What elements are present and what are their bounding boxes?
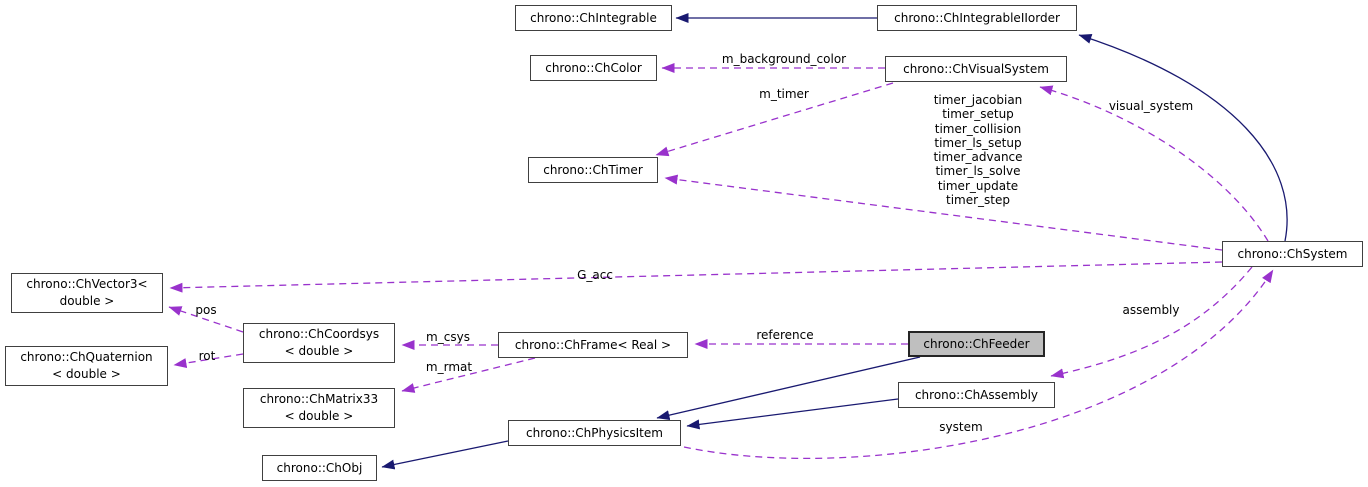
node-chvisualsystem[interactable]: chrono::ChVisualSystem (885, 56, 1067, 82)
node-chobj-label: chrono::ChObj (276, 460, 363, 475)
edge-inherit-physicsitem-to-obj (381, 440, 509, 470)
edge-label-timer-update: timer_update (937, 178, 1019, 193)
edge-usage-system-to-vector3 (169, 261, 1223, 293)
node-chvector3[interactable]: chrono::ChVector3< double > (11, 273, 163, 313)
edge-inherit-assembly-to-physicsitem (686, 398, 899, 430)
node-chsystem[interactable]: chrono::ChSystem (1222, 241, 1363, 267)
edge-label-rot: rot (198, 349, 216, 363)
edge-usage-physicsitem-to-system (683, 269, 1274, 460)
node-chframe-label: chrono::ChFrame< Real > (514, 337, 672, 352)
node-chfeeder-label: chrono::ChFeeder (923, 336, 1030, 351)
edge-usage-coordsys-to-vector3 (168, 306, 244, 333)
edge-label-timer-jacobian: timer_jacobian (933, 93, 1023, 107)
node-chphysicsitem-label: chrono::ChPhysicsItem (526, 425, 663, 440)
node-chintegrableiiorder-label: chrono::ChIntegrableIIorder (894, 10, 1060, 25)
edge-inherit-feeder-to-physicsitem (656, 356, 921, 421)
edge-label-timer-advance: timer_advance (933, 150, 1023, 165)
node-chframe[interactable]: chrono::ChFrame< Real > (498, 332, 688, 358)
node-chsystem-label: chrono::ChSystem (1237, 246, 1348, 261)
node-chquaternion-label: chrono::ChQuaternion < double > (20, 350, 153, 381)
node-chassembly[interactable]: chrono::ChAssembly (898, 382, 1055, 408)
edge-usage-system-to-assembly (1050, 266, 1253, 379)
node-chquaternion[interactable]: chrono::ChQuaternion < double > (5, 346, 168, 386)
edge-usage-system-to-visualsystem (1039, 85, 1269, 242)
edge-label-timer-ls-solve: timer_ls_solve (935, 164, 1021, 179)
node-chmatrix33-label: chrono::ChMatrix33 < double > (259, 392, 379, 423)
node-chtimer[interactable]: chrono::ChTimer (528, 157, 658, 183)
node-chphysicsitem[interactable]: chrono::ChPhysicsItem (508, 420, 681, 446)
node-chcolor-label: chrono::ChColor (545, 60, 642, 75)
edge-label-m-csys: m_csys (426, 330, 470, 344)
edge-label-m-background-color: m_background_color (721, 52, 847, 66)
node-chmatrix33[interactable]: chrono::ChMatrix33 < double > (243, 388, 395, 428)
edge-label-timer-members: timer_jacobian timer_setup timer_collisi… (933, 93, 1022, 207)
node-chobj[interactable]: chrono::ChObj (262, 455, 377, 481)
edge-label-timer-setup: timer_setup (942, 107, 1014, 122)
edge-usage-system-to-timer (664, 174, 1223, 251)
edge-label-g-acc: G_acc (577, 268, 613, 282)
edge-inherit-system-to-integrableiiorder (1078, 34, 1288, 242)
edge-usage-frame-to-matrix33 (401, 357, 536, 393)
edge-label-assembly: assembly (1122, 303, 1180, 317)
edge-label-reference: reference (756, 328, 814, 342)
edge-label-timer-collision: timer_collision (934, 121, 1022, 136)
node-chvisualsystem-label: chrono::ChVisualSystem (903, 61, 1049, 76)
node-chcoordsys[interactable]: chrono::ChCoordsys < double > (243, 323, 395, 363)
edge-label-timer-ls-setup: timer_ls_setup (934, 135, 1022, 150)
node-chintegrableiiorder[interactable]: chrono::ChIntegrableIIorder (877, 5, 1077, 31)
edge-label-visual-system: visual_system (1108, 99, 1194, 113)
node-chintegrable[interactable]: chrono::ChIntegrable (515, 5, 672, 31)
node-chintegrable-label: chrono::ChIntegrable (530, 10, 657, 25)
node-chvector3-label: chrono::ChVector3< double > (26, 277, 148, 308)
edge-label-system: system (939, 420, 983, 434)
edge-label-m-rmat: m_rmat (425, 360, 473, 374)
edge-label-m-timer: m_timer (759, 87, 809, 101)
edge-usage-visualsystem-to-timer (655, 82, 894, 157)
node-chcolor[interactable]: chrono::ChColor (530, 55, 657, 81)
edge-label-timer-step: timer_step (945, 193, 1010, 208)
node-chfeeder-current: chrono::ChFeeder (908, 331, 1045, 357)
node-chcoordsys-label: chrono::ChCoordsys < double > (258, 327, 380, 358)
node-chassembly-label: chrono::ChAssembly (914, 387, 1039, 402)
edge-label-pos: pos (195, 303, 217, 317)
node-chtimer-label: chrono::ChTimer (543, 162, 643, 177)
